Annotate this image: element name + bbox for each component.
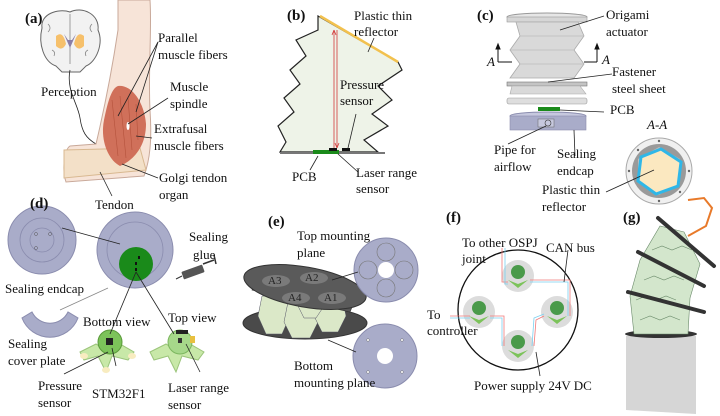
label-origami-2: actuator — [606, 24, 648, 39]
label-section-a-a: A-A — [647, 117, 668, 132]
panel-d-illustration — [7, 205, 217, 375]
label-endcap-c-1: Sealing — [557, 146, 596, 161]
label-other-ospj-1: To other OSPJ — [462, 235, 538, 250]
pcb-bottom-view — [79, 329, 136, 374]
wiring — [450, 248, 571, 347]
label-laser-d-1: Laser range — [168, 380, 229, 395]
panel-b-illustration — [277, 14, 403, 173]
mid-plate-2 — [636, 250, 706, 288]
label-a2: A2 — [305, 272, 319, 284]
label-top-mounting-2: plane — [297, 245, 326, 260]
label-bottom-view: Bottom view — [83, 314, 151, 329]
label-bottom-mounting-2: mounting plane — [294, 375, 376, 390]
panel-e-tag: (e) — [268, 214, 285, 230]
label-muscle-spindle-1: Muscle — [170, 79, 209, 94]
label-reflector-c-2: reflector — [542, 199, 587, 214]
panel-g-tag: (g) — [623, 210, 641, 226]
label-other-ospj-2: joint — [462, 251, 486, 266]
muscle-shape — [102, 85, 146, 166]
panel-e-illustration — [242, 237, 419, 389]
label-pipe-1: Pipe for — [494, 142, 536, 157]
panel-g-illustration — [625, 196, 716, 414]
bellows-section — [277, 14, 403, 153]
panel-b-tag: (b) — [287, 8, 306, 24]
label-can-bus: CAN bus — [546, 240, 595, 255]
endcap-disc-left — [7, 205, 77, 275]
label-extrafusal-2: muscle fibers — [154, 138, 224, 153]
label-reflector-b-2: reflector — [354, 24, 399, 39]
mid-plate-1 — [626, 290, 706, 314]
label-section-a-right: A — [602, 52, 610, 67]
label-to-controller-2: controller — [427, 323, 478, 338]
label-top-mounting-1: Top mounting — [297, 228, 371, 243]
label-golgi-2: organ — [159, 187, 189, 202]
reflector-orange — [687, 196, 714, 237]
reflector-line — [319, 14, 399, 64]
label-pipe-2: airflow — [494, 159, 532, 174]
syringe-icon — [175, 254, 217, 280]
label-tendon: Tendon — [95, 197, 134, 212]
panel-a-illustration — [40, 0, 169, 197]
pcb-board — [538, 107, 560, 111]
label-pcb-b: PCB — [292, 169, 317, 184]
pcb-block — [313, 150, 339, 154]
label-pressure-d-1: Pressure — [38, 378, 83, 393]
label-reflector-c-1: Plastic thin — [542, 182, 601, 197]
base-cylinder — [626, 336, 696, 414]
label-fastener-1: Fastener — [612, 64, 657, 79]
pcb-node — [541, 296, 573, 328]
panel-f-tag: (f) — [446, 210, 461, 226]
panel-d-tag: (d) — [30, 196, 49, 212]
laser-beam — [333, 30, 338, 148]
label-pcb-c: PCB — [610, 102, 635, 117]
label-origami-1: Origami — [606, 7, 650, 22]
label-a1: A1 — [324, 292, 338, 304]
label-parallel-fibers-2: muscle fibers — [158, 47, 228, 62]
cover-plate-arc — [21, 311, 79, 338]
pcb-top-view — [149, 329, 205, 374]
label-laser-d-2: sensor — [168, 397, 202, 412]
pcb-node — [502, 330, 534, 362]
fastener-sheet — [506, 81, 588, 87]
label-cover-plate-1: Sealing — [8, 336, 47, 351]
label-pressure-b-2: sensor — [340, 93, 374, 108]
label-parallel-fibers-1: Parallel — [158, 30, 198, 45]
label-laser-b-2: sensor — [356, 181, 390, 196]
label-pressure-b-1: Pressure — [340, 77, 385, 92]
label-a4: A4 — [288, 292, 302, 304]
label-to-controller-1: To — [427, 307, 441, 322]
panel-a-tag: (a) — [25, 11, 43, 27]
label-power-supply: Power supply 24V DC — [474, 378, 592, 393]
label-endcap-c-2: endcap — [557, 163, 594, 178]
pcb-node — [502, 260, 534, 292]
section-a-a-view — [625, 137, 693, 205]
panel-c-tag: (c) — [477, 8, 494, 24]
label-sealing-endcap-d: Sealing endcap — [5, 281, 85, 296]
label-section-a-left: A — [487, 54, 495, 69]
label-top-view: Top view — [168, 310, 217, 325]
panel-f-illustration — [450, 248, 579, 377]
brain-icon — [40, 9, 101, 73]
label-pressure-d-2: sensor — [38, 395, 72, 410]
label-sealing-glue-1: Sealing — [189, 229, 228, 244]
label-perception: Perception — [41, 84, 97, 99]
label-golgi-1: Golgi tendon — [159, 170, 228, 185]
label-extrafusal-1: Extrafusal — [154, 121, 208, 136]
label-cover-plate-2: cover plate — [8, 353, 66, 368]
pcb-node — [463, 296, 495, 328]
label-laser-b-1: Laser range — [356, 165, 417, 180]
label-a3: A3 — [268, 275, 282, 287]
top-plate-g — [656, 216, 716, 268]
label-fastener-2: steel sheet — [612, 81, 666, 96]
label-bottom-mounting-1: Bottom — [294, 358, 334, 373]
label-sealing-glue-2: glue — [193, 247, 216, 262]
label-muscle-spindle-2: spindle — [170, 96, 208, 111]
label-stm32: STM32F1 — [92, 386, 146, 401]
panel-c-illustration — [495, 12, 693, 205]
label-reflector-b-1: Plastic thin — [354, 8, 413, 23]
section-marker — [495, 42, 600, 63]
